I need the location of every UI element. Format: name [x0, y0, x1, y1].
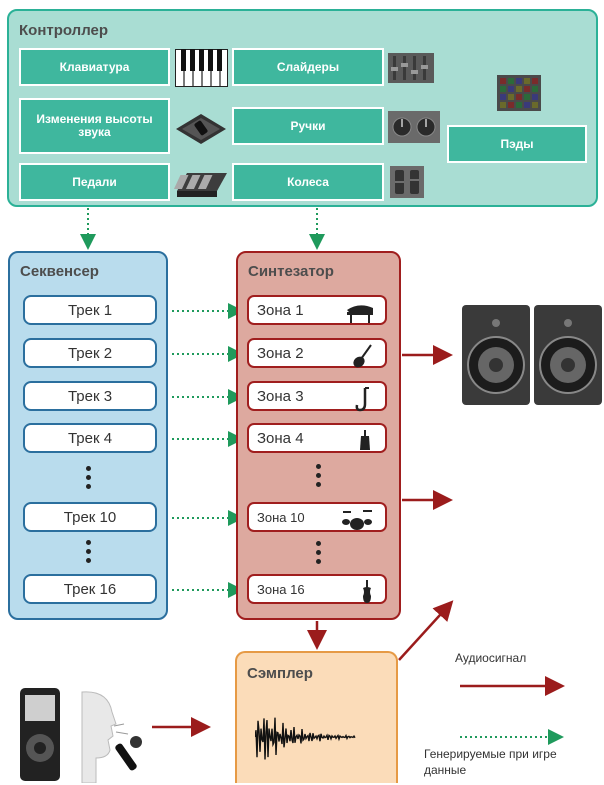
sampler-audio-out-arrow — [398, 600, 454, 661]
controller-title: Контроллер — [19, 22, 109, 39]
zone-1[interactable]: Зона 1 — [247, 295, 387, 325]
pads-button[interactable]: Пэды — [447, 125, 587, 163]
knobs-button[interactable]: Ручки — [232, 107, 384, 145]
controller-panel: Контроллер Клавиатура Изменения высоты з… — [7, 9, 598, 207]
zone-1-label: Зона 1 — [257, 301, 304, 319]
singer-microphone-icon — [81, 691, 142, 783]
zone-10-label: Зона 10 — [257, 509, 305, 525]
sliders-icon — [388, 53, 434, 83]
pedals-icon — [173, 173, 227, 197]
track-10[interactable]: Трек 10 — [23, 502, 157, 532]
pads-icon — [497, 75, 541, 111]
zone-4-label: Зона 4 — [257, 429, 304, 447]
sampler-panel: Сэмплер — [235, 651, 398, 783]
zone-3-label: Зона 3 — [257, 387, 304, 405]
keyboard-icon — [175, 49, 228, 87]
speakers-icon — [462, 305, 602, 405]
saxophone-icon — [355, 387, 369, 412]
pitch-bend-icon — [176, 114, 226, 144]
track-1[interactable]: Трек 1 — [23, 295, 157, 325]
sequencer-title: Секвенсер — [20, 263, 99, 280]
guitar-icon — [353, 344, 372, 368]
legend-audio-label: Аудиосигнал — [455, 651, 527, 665]
track-16[interactable]: Трек 16 — [23, 574, 157, 604]
track-ellipsis — [86, 466, 91, 493]
track-3[interactable]: Трек 3 — [23, 381, 157, 411]
legend-data-label: Генерируемые при игре данные — [424, 747, 557, 777]
sampler-title: Сэмплер — [247, 665, 313, 682]
zone-2-label: Зона 2 — [257, 344, 304, 362]
waveform-icon — [255, 717, 356, 760]
zone-ellipsis — [316, 464, 321, 491]
violin-icon — [363, 580, 371, 603]
pitch-button[interactable]: Изменения высоты звука — [19, 98, 170, 154]
bell-icon — [360, 430, 370, 450]
synth-title: Синтезатор — [248, 263, 334, 280]
keyboard-button[interactable]: Клавиатура — [19, 48, 170, 86]
zone-3[interactable]: Зона 3 — [247, 381, 387, 412]
media-player-icon — [20, 688, 60, 781]
zone-ellipsis-2 — [316, 541, 321, 568]
zone-16-label: Зона 16 — [257, 581, 305, 597]
track-4[interactable]: Трек 4 — [23, 423, 157, 453]
track-ellipsis-2 — [86, 540, 91, 567]
pedals-button[interactable]: Педали — [19, 163, 170, 201]
track-zone-arrows — [172, 303, 244, 598]
zone-2[interactable]: Зона 2 — [247, 338, 387, 368]
drums-icon — [342, 510, 372, 530]
sliders-button[interactable]: Слайдеры — [232, 48, 384, 86]
wheels-button[interactable]: Колеса — [232, 163, 384, 201]
piano-icon — [347, 305, 373, 323]
zone-16[interactable]: Зона 16 — [247, 574, 387, 604]
knobs-icon — [388, 111, 440, 143]
zone-10[interactable]: Зона 10 — [247, 502, 387, 532]
zone-4[interactable]: Зона 4 — [247, 423, 387, 453]
track-2[interactable]: Трек 2 — [23, 338, 157, 368]
wheels-icon — [390, 166, 424, 198]
